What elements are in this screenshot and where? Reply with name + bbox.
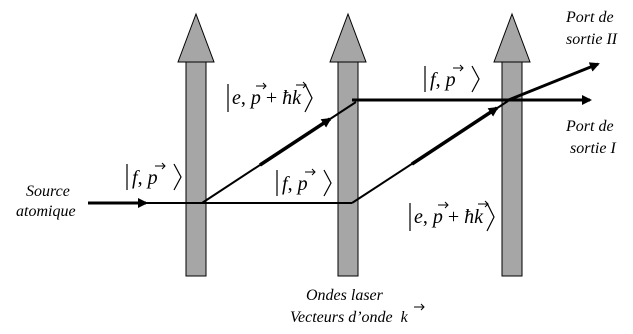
svg-text:f, p: f, p xyxy=(430,69,456,91)
svg-text:e, p + ħk: e, p + ħk xyxy=(232,87,302,109)
svg-text:e, p + ħk: e, p + ħk xyxy=(414,206,484,228)
laser-beams xyxy=(177,12,531,277)
svg-text:f, p: f, p xyxy=(132,167,158,189)
state-ket-upper-arm: f, p xyxy=(424,64,480,93)
laser-beam-3 xyxy=(493,12,531,277)
upper-diagonal-arrow xyxy=(259,117,332,167)
lower-diagonal-arrow xyxy=(411,106,499,166)
output-port-2-path xyxy=(505,62,600,103)
svg-text:f, p: f, p xyxy=(282,173,308,195)
state-ket-source: f, p xyxy=(126,162,182,191)
laser-label: Ondes laser Vecteurs d’onde k xyxy=(290,287,409,326)
port-1-label: Port de sortie I xyxy=(565,118,618,157)
state-ket-upper-diagonal: e, p + ħk xyxy=(227,81,313,113)
laser-beam-1 xyxy=(177,12,215,277)
port-2-label: Port de sortie II xyxy=(565,9,618,48)
state-ket-lower-diagonal: e, p + ħk xyxy=(409,200,495,232)
source-label: Source atomique xyxy=(16,183,76,220)
laser-k-vector-arrow xyxy=(414,303,425,311)
atomic-paths xyxy=(88,62,600,208)
state-ket-lower-arm: f, p xyxy=(276,168,332,197)
laser-beam-2 xyxy=(329,12,367,277)
